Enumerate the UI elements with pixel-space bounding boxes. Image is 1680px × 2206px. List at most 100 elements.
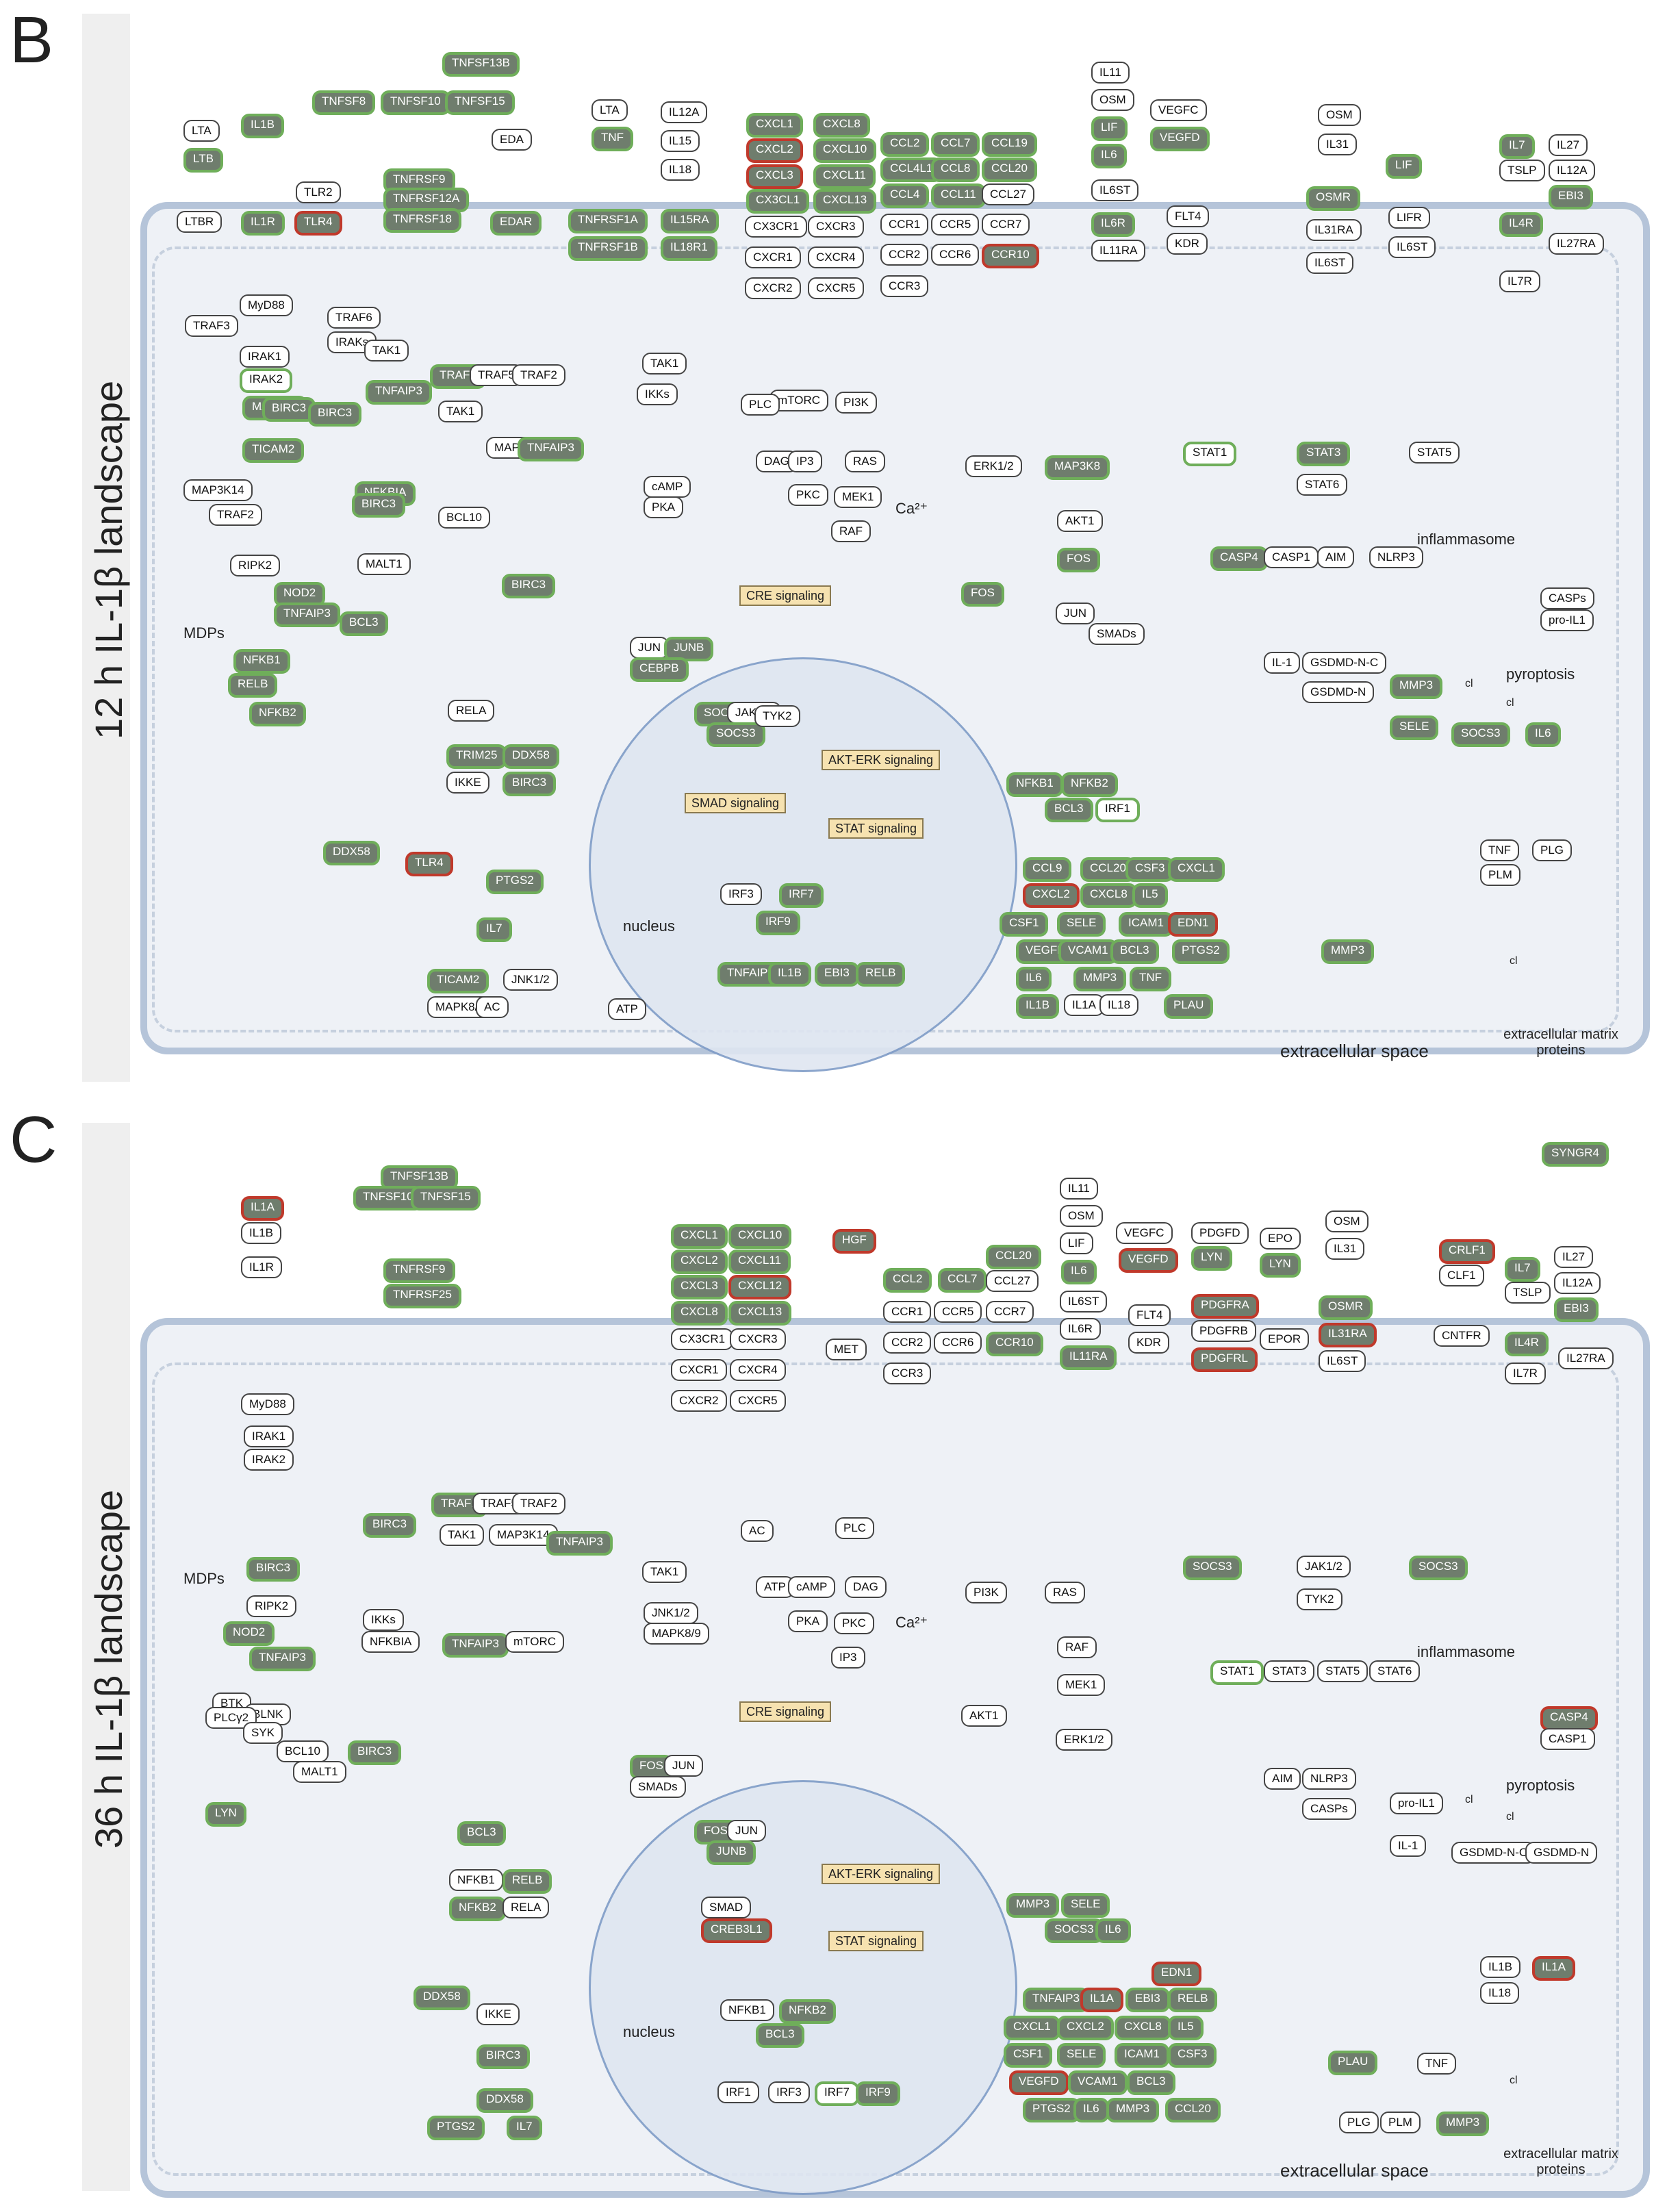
gene-node: IL1A [1080,1988,1123,2012]
gene-node: IL6 [1095,1918,1131,1943]
gene-node: CCL27 [982,183,1034,205]
gene-node: IRF1 [717,2081,759,2103]
gene-node: CXCL3 [746,164,803,189]
gene-node: SMADs [1089,623,1145,645]
gene-node: CXCL11 [728,1250,791,1274]
gene-node: CXCR3 [808,216,864,238]
gene-node: GSDMD-N [1302,681,1375,703]
gene-node: MAP3K8 [1045,455,1110,480]
gene-node: CXCL10 [728,1224,792,1249]
gene-node: CCL27 [986,1270,1039,1292]
gene-node: PDGFRA [1191,1294,1259,1319]
gene-node: CXCR1 [745,246,801,268]
gene-node: CSF3 [1168,2043,1217,2068]
gene-node: CXCL2 [746,138,803,163]
gene-node: BIRC3 [502,574,556,598]
gene-node: IL1B [241,114,284,138]
panel-b: B 12 h IL-1β landscape nucleus inflammas… [0,0,1680,1095]
gene-node: IL1A [1532,1956,1575,1981]
gene-node: CCR5 [931,214,980,236]
gene-node: TRAF3 [185,315,238,337]
gene-node: IL1R [241,1256,282,1278]
gene-node: CSF1 [1000,912,1049,937]
gene-node: KDR [1167,233,1208,255]
gene-node: AC [476,996,509,1018]
gene-node: CCL20 [1165,2098,1221,2122]
gene-node: MMP3 [1436,2112,1490,2136]
gene-node: DAG [845,1576,887,1598]
gene-node: IL31 [1325,1238,1365,1260]
gene-node: CXCR4 [730,1359,786,1381]
gene-node: STAT6 [1297,474,1348,496]
gene-node: IL12A [661,101,708,123]
gene-node: FLT4 [1167,205,1210,227]
gene-node: CASPs [1302,1798,1356,1820]
signaling-label: AKT-ERK signaling [822,1864,941,1884]
gene-node: OSM [1325,1210,1369,1232]
gene-node: CCL8 [931,157,980,182]
gene-node: CCL7 [938,1268,987,1293]
gene-node: IL15RA [661,209,719,233]
gene-node: IRF7 [779,883,824,908]
gene-node: VEGFD [1150,127,1210,151]
gene-node: IL7 [476,917,512,942]
gene-node: MyD88 [241,1393,294,1415]
gene-node: IL27 [1549,134,1588,156]
ca-label: Ca²⁺ [895,500,928,517]
gene-node: EDAR [490,211,542,236]
gene-node: ICAM1 [1115,2043,1169,2068]
cl-label-3: cl [1510,2075,1518,2086]
gene-node: CXCL10 [813,138,877,163]
gene-node: LIF [1091,116,1128,141]
gene-node: CXCL2 [1023,883,1080,908]
gene-node: ATP [608,998,646,1020]
gene-node: IL31RA [1319,1323,1377,1347]
gene-node: PLC [741,394,780,416]
gene-node: KDR [1128,1332,1169,1354]
ecm-label: extracellular matrix proteins [1503,1027,1618,1058]
gene-node: STAT3 [1264,1660,1315,1682]
gene-node: RAS [1045,1582,1085,1603]
inflammasome-label: inflammasome [1417,1643,1516,1660]
gene-node: PTGS2 [1172,939,1230,964]
gene-node: SELE [1057,2043,1106,2068]
gene-node: CCR6 [931,244,980,266]
gene-node: CXCL8 [813,113,870,138]
gene-node: IRF3 [768,2081,810,2103]
gene-node: CCR3 [883,1362,932,1384]
gene-node: CCL20 [982,157,1037,182]
gene-node: JNK1/2 [644,1602,698,1624]
gene-node: IL6 [1016,967,1052,991]
gene-node: TNFRSF18 [383,208,461,233]
gene-node: EBI3 [1554,1297,1599,1322]
gene-node: IL18 [661,159,700,181]
gene-node: NLRP3 [1369,546,1423,568]
gene-node: MMP3 [1321,939,1375,964]
gene-node: AIM [1317,546,1355,568]
gene-node: IL6ST [1388,236,1436,258]
gene-node: TICAM2 [242,438,305,463]
gene-node: IL6 [1073,2098,1109,2122]
gene-node: IRF9 [856,2081,900,2106]
gene-node: BIRC3 [246,1557,301,1582]
gene-node: cAMP [788,1576,836,1598]
gene-node: NFKB1 [720,1999,774,2021]
gene-node: mTORC [505,1631,565,1653]
gene-node: IL11RA [1091,240,1146,262]
gene-node: JUNB [664,637,714,661]
gene-node: BCL3 [457,1821,506,1846]
gene-node: JUN [1056,603,1095,624]
gene-node: IKKs [637,383,678,405]
gene-node: TSLP [1505,1282,1551,1304]
gene-node: SOCS3 [1183,1556,1242,1580]
gene-node: LYN [205,1802,246,1827]
gene-node: IL1B [1016,994,1059,1019]
gene-node: IL1A [1064,994,1104,1016]
gene-node: IL7 [1505,1257,1540,1282]
gene-node: NFKB1 [1006,772,1063,797]
gene-node: JUN [727,1820,767,1842]
gene-node: pro-IL1 [1390,1792,1443,1814]
gene-node: PLAU [1328,2051,1378,2075]
gene-node: EDN1 [1151,1962,1202,1986]
gene-node: PI3K [835,392,877,414]
